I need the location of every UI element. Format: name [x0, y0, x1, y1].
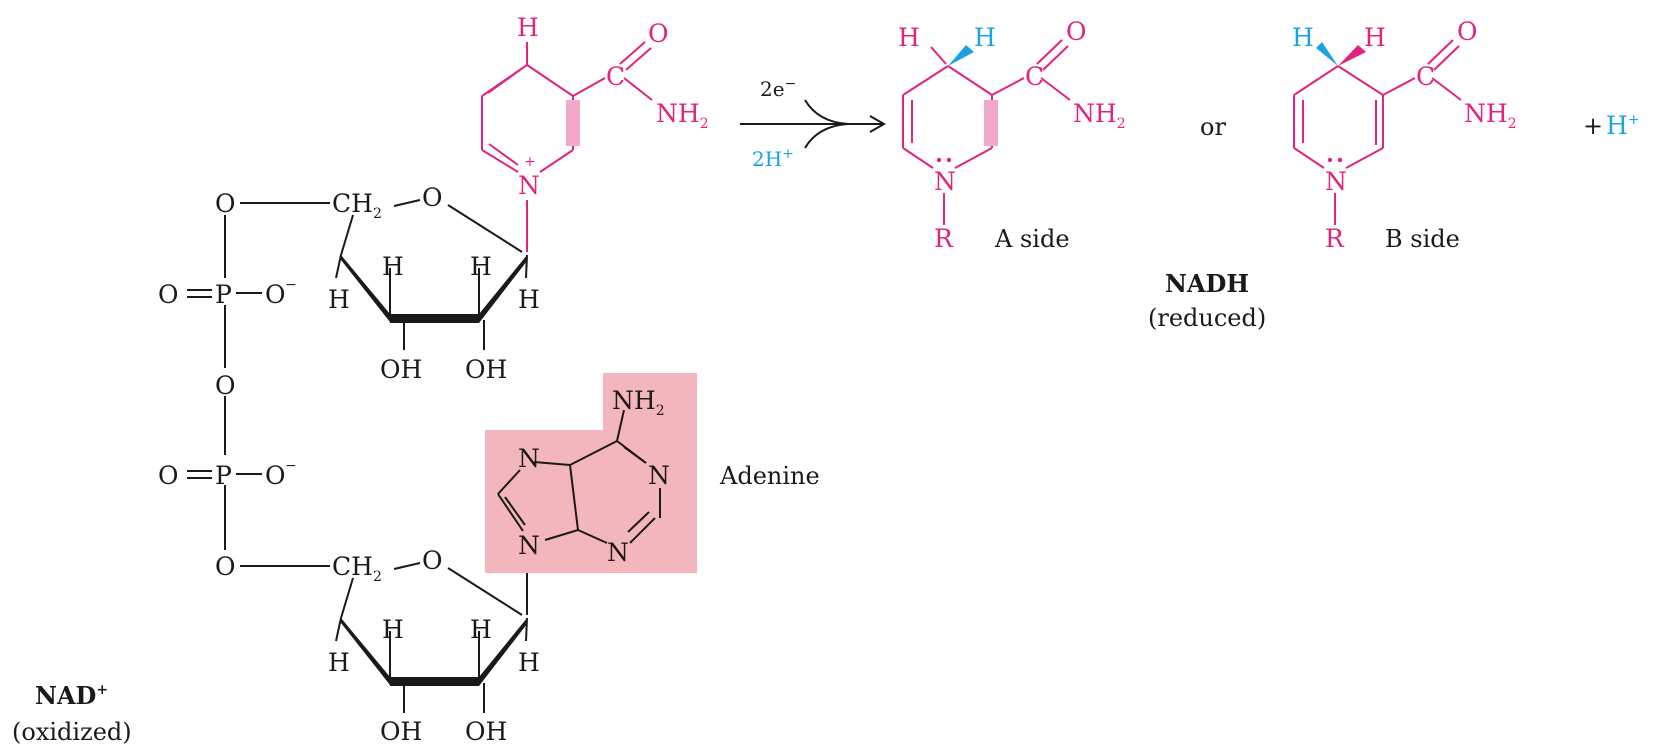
- atom-ch2: CH2: [332, 189, 382, 222]
- lone-pairs: [936, 157, 1343, 163]
- atom-n: N: [1325, 167, 1347, 196]
- plus-sign: +: [1583, 112, 1603, 140]
- atom-oh: OH: [465, 717, 507, 746]
- charge-plus: +: [524, 154, 536, 170]
- atom-c: C: [1416, 62, 1435, 91]
- arrow-protons: 2H+: [752, 146, 794, 171]
- atom-n: N: [607, 538, 629, 567]
- atom-h: H: [974, 23, 996, 52]
- atom-o: O: [158, 280, 179, 309]
- atom-n: N: [648, 461, 670, 490]
- atom-h: H: [382, 615, 404, 644]
- a-side-label: A side: [994, 225, 1070, 253]
- atom-n: N: [518, 444, 540, 473]
- reaction-arrow: [740, 99, 887, 149]
- atom-nh2: NH2: [1073, 99, 1126, 132]
- atom-o-minus: O: [265, 280, 286, 309]
- atom-h: H: [382, 252, 404, 281]
- atom-n: N: [518, 531, 540, 560]
- atom-p: P: [215, 461, 232, 490]
- atom-o: O: [648, 19, 669, 48]
- atom-nh2: NH2: [1464, 99, 1517, 132]
- atom-o: O: [158, 461, 179, 490]
- atom-r: R: [934, 224, 954, 253]
- atom-n-plus: N: [518, 171, 540, 200]
- atom-h: H: [517, 13, 539, 42]
- atoms-magenta: H C O NH2 N + H C O NH2 N R H C O NH2 N …: [517, 13, 1517, 253]
- atom-h: H: [518, 285, 540, 314]
- adenine-label: Adenine: [719, 462, 820, 490]
- bonds-magenta: [481, 39, 1462, 252]
- atom-h: H: [328, 285, 350, 314]
- atom-c: C: [1025, 62, 1044, 91]
- atom-o: O: [422, 546, 443, 575]
- atom-nh2: NH2: [656, 99, 709, 132]
- ribose-wedges: [341, 255, 527, 686]
- adenine-bonds: [497, 409, 661, 544]
- stereo-wedges: [948, 42, 1366, 66]
- charge-minus: −: [285, 458, 297, 474]
- atom-h: H: [328, 648, 350, 677]
- atom-r: R: [1325, 224, 1345, 253]
- arrow-electrons: 2e−: [760, 76, 796, 101]
- atom-ch2: CH2: [332, 552, 382, 585]
- atom-o: O: [1066, 17, 1087, 46]
- ring-shading: [566, 100, 998, 146]
- atom-o: O: [215, 189, 236, 218]
- atom-h: H: [898, 23, 920, 52]
- atoms-black: O O P O − O O P O − O CH2 O H H H H OH O…: [12, 76, 1603, 746]
- atom-p: P: [215, 280, 232, 309]
- atom-o: O: [215, 371, 236, 400]
- atom-oh: OH: [380, 355, 422, 384]
- charge-minus: −: [285, 277, 297, 293]
- nadh-state: (reduced): [1148, 304, 1266, 332]
- atom-h: H: [1364, 23, 1386, 52]
- atom-h: H: [518, 648, 540, 677]
- atom-n: N: [934, 167, 956, 196]
- atom-nh2: NH2: [612, 386, 665, 419]
- b-side-label: B side: [1385, 225, 1460, 253]
- proton-product: H+: [1606, 111, 1640, 140]
- atom-o: O: [422, 183, 443, 212]
- atom-h: H: [470, 252, 492, 281]
- atom-oh: OH: [380, 717, 422, 746]
- atoms-cyan: H H 2H+ H+: [752, 23, 1640, 171]
- atom-h: H: [1292, 23, 1314, 52]
- or-connector: or: [1200, 113, 1226, 141]
- atom-o: O: [215, 552, 236, 581]
- bonds-black: [187, 199, 528, 713]
- atom-o: O: [1457, 17, 1478, 46]
- adenine-highlight-box: [485, 373, 697, 573]
- nad-name: NAD+: [35, 681, 108, 710]
- atom-c: C: [606, 62, 625, 91]
- atom-h: H: [470, 615, 492, 644]
- nadh-name: NADH: [1165, 269, 1249, 298]
- atom-o-minus: O: [265, 461, 286, 490]
- nad-state: (oxidized): [12, 718, 132, 746]
- atom-oh: OH: [465, 355, 507, 384]
